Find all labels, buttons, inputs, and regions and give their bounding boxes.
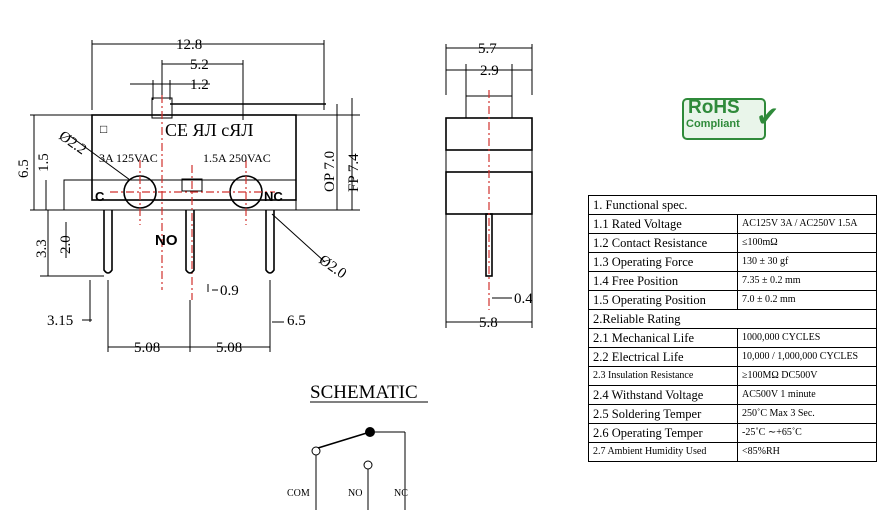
spec-key: 2.3 Insulation Resistance [588, 366, 738, 386]
side-dim-lever: 2.9 [480, 63, 499, 79]
spec-row: 2.Reliable Rating [588, 309, 877, 329]
spec-row: 1.2 Contact Resistance≤100mΩ [588, 233, 877, 253]
schematic-no: NO [348, 488, 362, 499]
spec-key: 1.5 Operating Position [588, 290, 738, 310]
terminal-nc-label: NC [264, 189, 283, 204]
spec-section-header: 2.Reliable Rating [588, 309, 877, 329]
spec-value: AC500V 1 minute [737, 385, 877, 405]
actuator-window [181, 178, 203, 192]
rating-right: 1.5A 250VAC [203, 151, 271, 165]
dim-pitch-1: 5.08 [134, 340, 160, 356]
rohs-badge: RoHS Compliant ✔ [680, 96, 780, 140]
spec-value: 7.35 ± 0.2 mm [737, 271, 877, 291]
dim-right-edge: 6.5 [287, 313, 306, 329]
switch-body [91, 114, 297, 201]
schematic: SCHEMATIC COM NO NC [287, 382, 428, 510]
side-dim-width: 5.7 [478, 41, 497, 57]
spec-key: 2.1 Mechanical Life [588, 328, 738, 348]
rohs-subtitle: Compliant [686, 118, 740, 130]
spec-value: 250˚C Max 3 Sec. [737, 404, 877, 424]
spec-value: -25˚C ∼+65˚C [737, 423, 877, 443]
dim-hole-height: 1.5 [36, 153, 52, 172]
spec-row: 2.6 Operating Temper-25˚C ∼+65˚C [588, 423, 877, 443]
front-view: 12.8 5.2 1.2 □ CE ЯЛ cЯЛ 3A 125VAC 1.5A … [16, 37, 362, 356]
side-dim-pin-thickness: 0.4 [514, 291, 533, 307]
rohs-title: RoHS [688, 97, 740, 118]
spec-value: 130 ± 30 gf [737, 252, 877, 272]
spec-value: 10,000 / 1,000,000 CYCLES [737, 347, 877, 367]
spec-value: 7.0 ± 0.2 mm [737, 290, 877, 310]
dim-left-edge: 3.15 [47, 313, 73, 329]
dim-pitch-2: 5.08 [216, 340, 242, 356]
spec-value: ≥100MΩ DC500V [737, 366, 877, 386]
pin-com [103, 210, 113, 274]
spec-section-header: 1. Functional spec. [588, 195, 877, 215]
spec-value: 1000,000 CYCLES [737, 328, 877, 348]
dim-hole-dia: Ø2.2 [56, 128, 89, 158]
spec-key: 1.2 Contact Resistance [588, 233, 738, 253]
pin-nc [265, 210, 275, 274]
spec-key: 2.2 Electrical Life [588, 347, 738, 367]
rating-left: 3A 125VAC [99, 151, 158, 165]
box-mark: □ [100, 122, 107, 136]
spec-row: 1. Functional spec. [588, 195, 877, 215]
dim-height: 6.5 [16, 159, 32, 178]
dim-pin-length: 3.3 [34, 239, 50, 258]
dim-pin-width: 0.9 [220, 283, 239, 299]
side-view: 5.7 2.9 0.4 5.8 [445, 41, 533, 331]
spec-row: 2.7 Ambient Humidity Used<85%RH [588, 442, 877, 462]
terminal-c-label: C [95, 189, 105, 204]
spec-key: 1.4 Free Position [588, 271, 738, 291]
dim-fp: FP 7.4 [346, 153, 362, 192]
schematic-com: COM [287, 488, 310, 499]
spec-key: 2.4 Withstand Voltage [588, 385, 738, 405]
spec-key: 2.6 Operating Temper [588, 423, 738, 443]
spec-value: ≤100mΩ [737, 233, 877, 253]
dim-lever-width: 1.2 [190, 77, 209, 93]
side-dim-base-width: 5.8 [479, 315, 498, 331]
dim-nc-hole: Ø2.0 [316, 252, 349, 282]
spec-key: 2.5 Soldering Temper [588, 404, 738, 424]
dim-overall-width: 12.8 [176, 37, 202, 53]
schematic-title: SCHEMATIC [310, 382, 418, 403]
spec-key: 2.7 Ambient Humidity Used [588, 442, 738, 462]
dim-pin-depth: 2.0 [58, 235, 74, 254]
schematic-nc: NC [394, 488, 408, 499]
spec-key: 1.1 Rated Voltage [588, 214, 738, 234]
dim-op: OP 7.0 [322, 151, 338, 192]
spec-key: 1.3 Operating Force [588, 252, 738, 272]
terminal-no-label: NO [155, 232, 178, 249]
cert-marks: CE ЯЛ cЯЛ [165, 120, 253, 140]
dim-lever-offset: 5.2 [190, 57, 209, 73]
check-icon: ✔ [756, 100, 780, 133]
spec-row: 2.3 Insulation Resistance≥100MΩ DC500V [588, 366, 877, 386]
spec-value: <85%RH [737, 442, 877, 462]
pin-no [185, 210, 195, 274]
spec-value: AC125V 3A / AC250V 1.5A [737, 214, 877, 234]
